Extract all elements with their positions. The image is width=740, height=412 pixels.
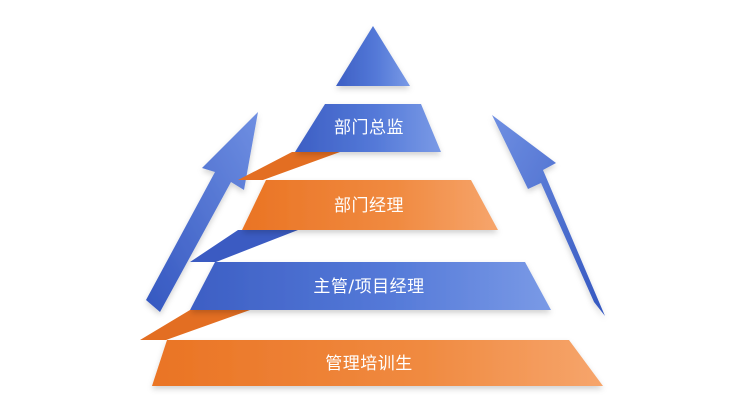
- tier-2-label: 部门经理: [334, 196, 404, 216]
- up-right-arrow-icon: [146, 112, 258, 312]
- pyramid-tier-4: 管理培训生: [152, 340, 603, 386]
- tier-4-label: 管理培训生: [325, 354, 413, 374]
- up-left-arrow-icon: [492, 115, 605, 316]
- pyramid-tier-2: 部门经理: [242, 180, 498, 230]
- pyramid-apex: [336, 26, 410, 86]
- pyramid-tier-3: 主管/项目经理: [190, 262, 551, 310]
- pyramid-tier-1: 部门总监: [295, 104, 441, 152]
- tier-3-label: 主管/项目经理: [313, 277, 424, 297]
- tier-1-label: 部门总监: [334, 118, 404, 138]
- tier-connectors: [140, 152, 340, 340]
